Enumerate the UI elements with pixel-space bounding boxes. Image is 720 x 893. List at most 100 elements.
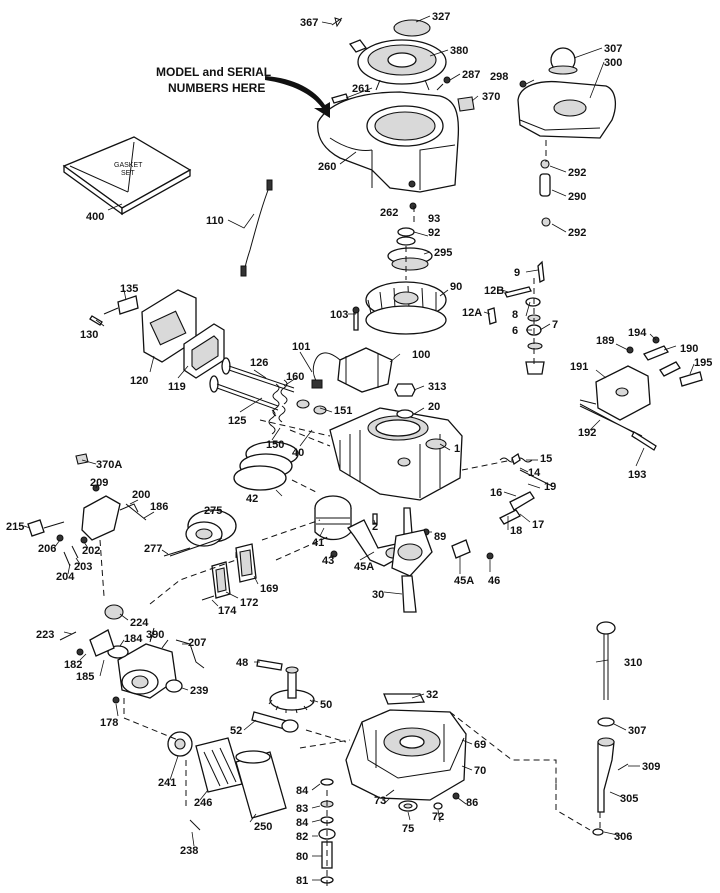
label-209: 209 [90,477,108,489]
label-246: 246 [194,797,212,809]
control-wire-192-193 [579,405,657,451]
label-81: 81 [296,875,308,887]
model-serial-note: MODEL and SERIAL NUMBERS HERE [156,65,271,95]
gasket-set-text-2: SET [121,170,135,177]
oil-fill-tube-305 [597,737,615,813]
label-207: 207 [188,637,206,649]
throttle-lever-190-195 [643,345,703,387]
label-241: 241 [158,777,176,789]
label-400: 400 [86,211,104,223]
screw-238 [189,819,201,831]
label-50: 50 [320,699,332,711]
label-19: 19 [544,481,556,493]
label-370 [457,96,475,112]
label-261: 261 [352,83,370,95]
label-110: 110 [206,215,224,227]
label-224: 224 [130,617,149,629]
screw-309 [617,763,629,771]
screw-261 [331,93,349,104]
label-169: 169 [260,583,278,595]
nut-313-20 [394,383,416,419]
label-52: 52 [230,725,242,737]
label-20: 20 [428,401,440,413]
screen-decal-367 [331,17,343,28]
label-190: 190 [680,343,698,355]
screw-287 [436,76,451,91]
rod-cap-45a-46 [451,539,494,560]
label-327: 327 [432,11,450,23]
label-292a: 292 [568,167,586,179]
label-185: 185 [76,671,94,683]
label-100: 100 [412,349,430,361]
label-43: 43 [322,555,334,567]
label-206: 206 [38,543,56,555]
label-12b: 12B [484,285,504,297]
governor-bracket-200 [81,495,147,541]
fuel-line-290 [539,159,551,227]
crankcase-sump-70 [345,709,467,801]
label-309: 309 [642,761,660,773]
carburetor-390 [117,627,177,699]
label-86: 86 [466,797,478,809]
label-307a: 307 [604,43,622,55]
model-serial-arrow [265,76,330,118]
label-223: 223 [36,629,54,641]
valve-springs-160-150 [268,379,327,435]
label-260: 260 [318,161,336,173]
label-390: 390 [146,629,164,641]
gasket-set-text-1: GASKET [114,162,143,169]
label-194: 194 [628,327,647,339]
label-202: 202 [82,545,100,557]
piston-41 [314,495,352,541]
piston-rings-42 [233,441,299,491]
label-84a: 84 [296,785,309,797]
muffler-275 [169,509,237,557]
label-150: 150 [266,439,284,451]
label-189: 189 [596,335,614,347]
carb-gasket-184-185 [89,629,129,659]
label-203: 203 [74,561,92,573]
label-69: 69 [474,739,486,751]
label-125: 125 [228,415,246,427]
label-295: 295 [434,247,452,259]
screw-48 [256,659,283,671]
label-2: 2 [372,521,378,533]
label-172: 172 [240,597,258,609]
note-line-1: MODEL and SERIAL [156,65,271,79]
label-135: 135 [120,283,138,295]
note-line-2: NUMBERS HERE [168,81,265,95]
label-370: 370 [482,91,500,103]
parts-206-202-203-204 [56,534,88,567]
fitting-215 [27,519,65,537]
label-160: 160 [286,371,304,383]
label-120: 120 [130,375,148,387]
label-306: 306 [614,831,632,843]
fuel-tank-300 [517,80,617,139]
valve-125 [209,375,279,411]
flywheel-nut-93-92 [396,227,416,246]
label-89: 89 [434,531,446,543]
label-42: 42 [246,493,258,505]
label-277: 277 [144,543,162,555]
label-191: 191 [570,361,588,373]
label-182: 182 [64,659,82,671]
label-32: 32 [426,689,438,701]
label-178: 178 [100,717,118,729]
assembly-lines [99,140,601,888]
filter-element-246 [195,737,243,793]
seal-75-72-73-86 [385,789,460,812]
label-298: 298 [490,71,508,83]
label-92: 92 [428,227,440,239]
label-46: 46 [488,575,500,587]
flywheel-cup-295 [387,247,433,271]
label-14: 14 [528,467,541,479]
label-192: 192 [578,427,596,439]
crankshaft-30 [391,507,433,613]
sump-gasket-32 [383,693,426,705]
label-313: 313 [428,381,446,393]
label-80: 80 [296,851,308,863]
label-310: 310 [624,657,642,669]
label-93: 93 [428,213,440,225]
gasket-set-400: GASKET SET [62,136,192,216]
